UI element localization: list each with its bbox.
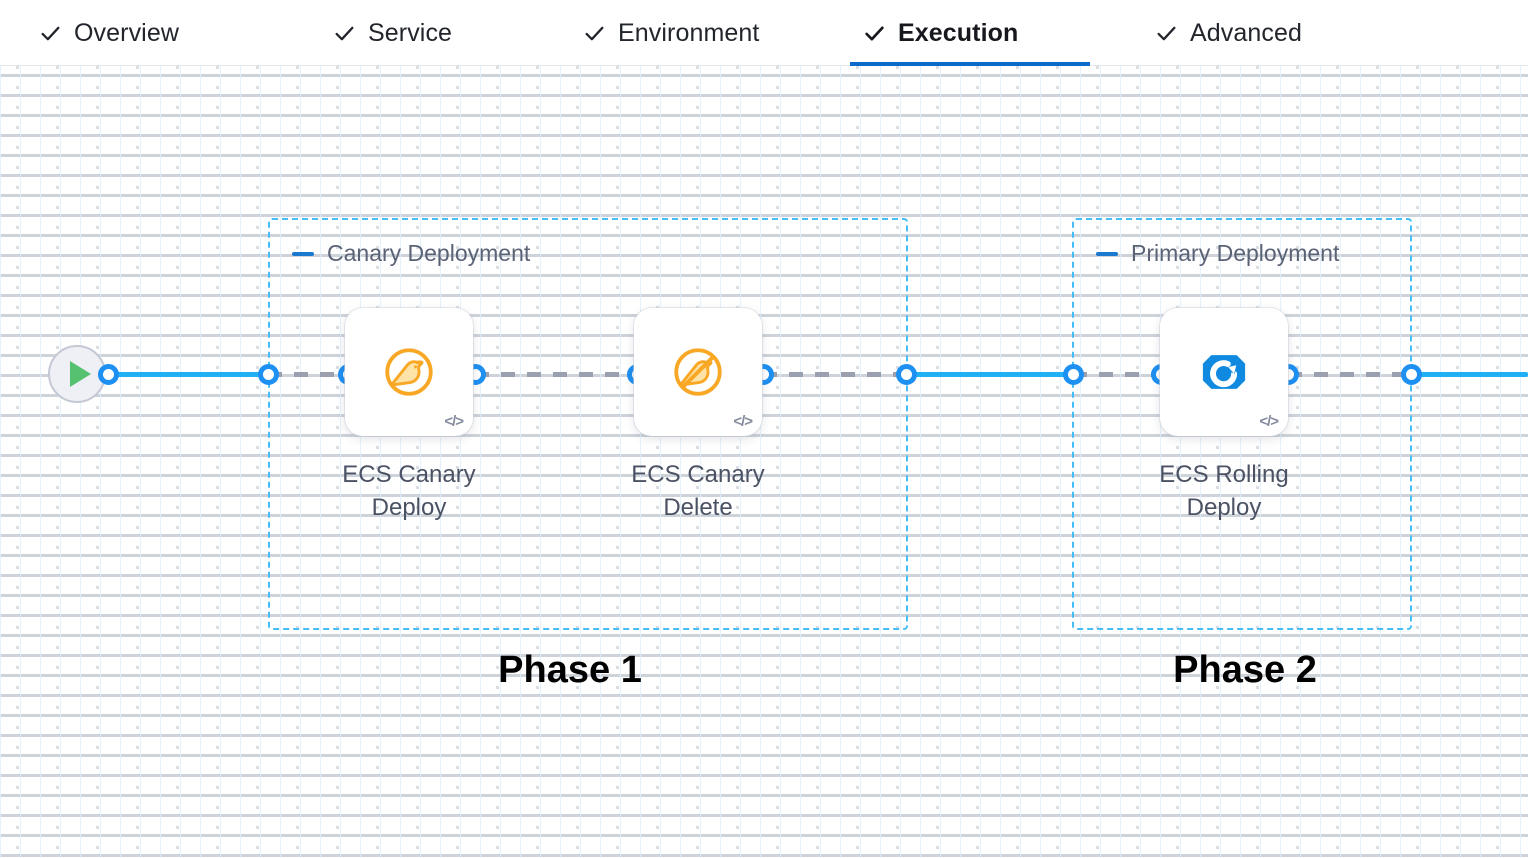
step-label-line1: ECS Rolling	[1159, 461, 1289, 488]
code-badge-icon[interactable]: </>	[1259, 413, 1279, 430]
tab-label: Execution	[898, 18, 1019, 47]
edge-rolling-to-group2-out[interactable]	[1288, 372, 1403, 377]
check-icon	[864, 23, 885, 44]
edge-group1-to-deploy[interactable]	[268, 372, 340, 377]
phase-label-1: Phase 1	[498, 649, 642, 691]
group-primary-deployment[interactable]: Primary Deployment	[1072, 218, 1412, 630]
step-label-ecs-canary-deploy: ECS Canary Deploy	[304, 458, 514, 524]
check-icon	[334, 23, 355, 44]
port-group1-out[interactable]	[896, 364, 917, 385]
step-label-line2: Delete	[663, 494, 733, 522]
wizard-tab-bar: Overview Service Environment Execution A…	[0, 0, 1528, 66]
canary-bird-icon	[379, 342, 439, 402]
tab-label: Service	[368, 18, 453, 47]
group-title: Canary Deployment	[327, 240, 531, 266]
group-header: Canary Deployment	[292, 242, 530, 265]
tab-environment[interactable]: Environment	[570, 0, 832, 66]
step-label-line1: ECS Canary	[631, 461, 765, 488]
pipeline-canvas[interactable]: Canary Deployment Primary Deployment Pha…	[0, 66, 1528, 858]
port-group1-in[interactable]	[258, 364, 279, 385]
play-icon	[70, 361, 91, 387]
tab-execution[interactable]: Execution	[850, 0, 1090, 66]
step-label-line1: ECS Canary	[342, 461, 476, 488]
edge-group2-to-next[interactable]	[1411, 372, 1528, 377]
step-label-line2: Deploy	[371, 494, 447, 522]
pipeline-stage: Canary Deployment Primary Deployment Pha…	[0, 66, 1528, 858]
ecs-rolling-icon	[1194, 342, 1254, 402]
phase-label-2: Phase 2	[1173, 649, 1317, 691]
check-icon	[1156, 23, 1177, 44]
tab-advanced[interactable]: Advanced	[1142, 0, 1367, 66]
tab-label: Environment	[618, 18, 760, 47]
group-header: Primary Deployment	[1096, 242, 1339, 265]
check-icon	[584, 23, 605, 44]
step-ecs-canary-delete[interactable]: </>	[634, 308, 762, 436]
port-start-out[interactable]	[98, 364, 119, 385]
step-ecs-rolling-deploy[interactable]: </>	[1160, 308, 1288, 436]
edge-group2-to-rolling[interactable]	[1073, 372, 1153, 377]
code-badge-icon[interactable]: </>	[733, 413, 753, 430]
tab-service[interactable]: Service	[320, 0, 510, 66]
port-group2-in[interactable]	[1063, 364, 1084, 385]
check-icon	[40, 23, 61, 44]
minus-icon[interactable]	[292, 251, 314, 256]
tab-label: Overview	[74, 18, 179, 47]
step-label-ecs-canary-delete: ECS Canary Delete	[593, 458, 803, 524]
step-ecs-canary-deploy[interactable]: </>	[345, 308, 473, 436]
edge-start-to-group1[interactable]	[108, 372, 260, 377]
edge-delete-to-group1-out[interactable]	[763, 372, 898, 377]
tab-label: Advanced	[1190, 18, 1302, 47]
edge-deploy-to-delete[interactable]	[475, 372, 629, 377]
port-group2-out[interactable]	[1401, 364, 1422, 385]
group-canary-deployment[interactable]: Canary Deployment	[268, 218, 908, 630]
step-label-line2: Deploy	[1186, 494, 1262, 522]
canary-bird-delete-icon	[668, 342, 728, 402]
group-title: Primary Deployment	[1131, 240, 1340, 266]
edge-group1-to-group2[interactable]	[906, 372, 1065, 377]
code-badge-icon[interactable]: </>	[444, 413, 464, 430]
tab-overview[interactable]: Overview	[26, 0, 251, 66]
minus-icon[interactable]	[1096, 251, 1118, 256]
step-label-ecs-rolling-deploy: ECS Rolling Deploy	[1119, 458, 1329, 524]
